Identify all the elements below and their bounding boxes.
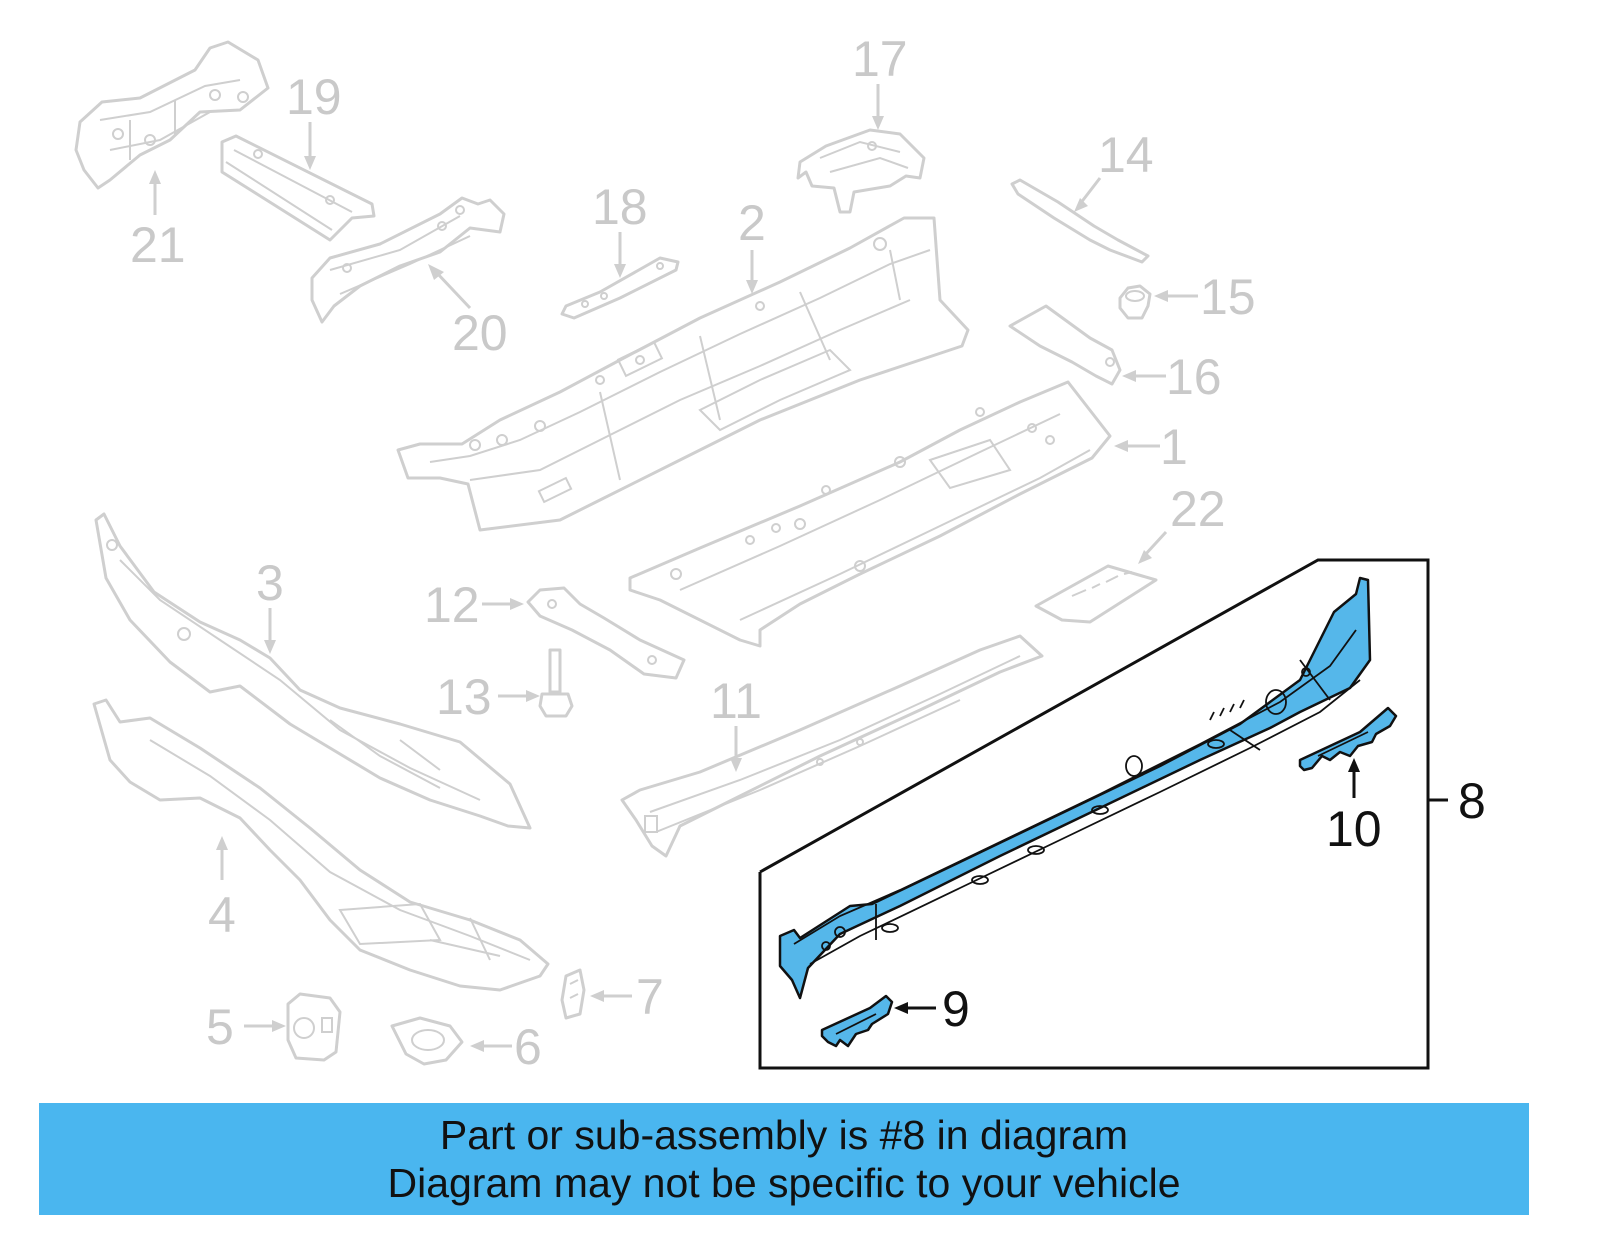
arrow-22 (1138, 530, 1168, 564)
callout-9: 9 (942, 981, 970, 1037)
arrow-4 (216, 836, 228, 880)
part-12 (526, 586, 686, 680)
arrow-10 (1348, 758, 1360, 798)
part-8 (778, 576, 1372, 1000)
callout-4: 4 (208, 887, 236, 943)
arrow-2 (746, 250, 758, 294)
arrow-11 (730, 726, 742, 772)
part-4 (92, 698, 550, 992)
part-10 (1298, 706, 1398, 772)
arrow-15 (1154, 290, 1198, 302)
banner-background (39, 1103, 1529, 1215)
banner-line-1: Part or sub-assembly is #8 in diagram (439, 1112, 1129, 1158)
part-14 (1010, 178, 1150, 264)
callout-5: 5 (206, 999, 234, 1055)
part-1 (628, 380, 1112, 648)
callout-11: 11 (710, 673, 762, 729)
callout-2: 2 (738, 195, 766, 251)
arrow-17 (872, 84, 884, 130)
callout-1: 1 (1160, 419, 1188, 475)
part-2 (396, 216, 970, 532)
callout-20: 20 (452, 305, 508, 361)
callout-7: 7 (636, 969, 664, 1025)
arrow-16 (1122, 370, 1166, 382)
part-6 (390, 1016, 464, 1066)
callout-10: 10 (1326, 801, 1382, 857)
arrow-9 (894, 1002, 936, 1014)
callout-6: 6 (514, 1019, 542, 1075)
part-18 (560, 256, 680, 320)
arrow-21 (149, 170, 161, 215)
arrow-18 (614, 232, 626, 278)
arrow-7 (590, 990, 632, 1002)
arrow-20 (428, 264, 472, 310)
part-21 (74, 40, 270, 190)
arrow-12 (482, 598, 524, 610)
callout-18: 18 (592, 179, 648, 235)
arrow-3 (264, 608, 276, 654)
callout-17: 17 (852, 31, 908, 87)
arrow-6 (470, 1040, 512, 1052)
callout-8: 8 (1458, 773, 1486, 829)
arrow-13 (498, 690, 540, 702)
arrow-1 (1114, 440, 1160, 452)
part-13 (538, 648, 574, 718)
callout-19: 19 (286, 69, 342, 125)
callout-22: 22 (1170, 481, 1226, 537)
callout-16: 16 (1166, 349, 1222, 405)
part-19 (220, 134, 376, 242)
part-3 (94, 512, 532, 830)
banner-line-2: Diagram may not be specific to your vehi… (387, 1160, 1181, 1206)
part-8-box (758, 558, 1448, 1070)
callout-15: 15 (1200, 269, 1256, 325)
arrow-19 (304, 122, 316, 170)
part-17 (796, 128, 926, 214)
callout-12: 12 (424, 577, 480, 633)
callout-3: 3 (256, 555, 284, 611)
callout-14: 14 (1098, 127, 1154, 183)
part-7 (560, 968, 586, 1020)
info-banner: Part or sub-assembly is #8 in diagram Di… (39, 1103, 1529, 1215)
part-22 (1034, 564, 1158, 624)
part-15 (1118, 284, 1152, 320)
part-5 (286, 992, 342, 1062)
part-9 (820, 994, 894, 1048)
arrow-14 (1074, 177, 1102, 212)
part-16 (1008, 304, 1122, 386)
part-11 (620, 634, 1044, 858)
callout-13: 13 (436, 669, 492, 725)
callout-21: 21 (130, 217, 186, 273)
part-20 (310, 196, 506, 324)
arrow-5 (244, 1020, 286, 1032)
